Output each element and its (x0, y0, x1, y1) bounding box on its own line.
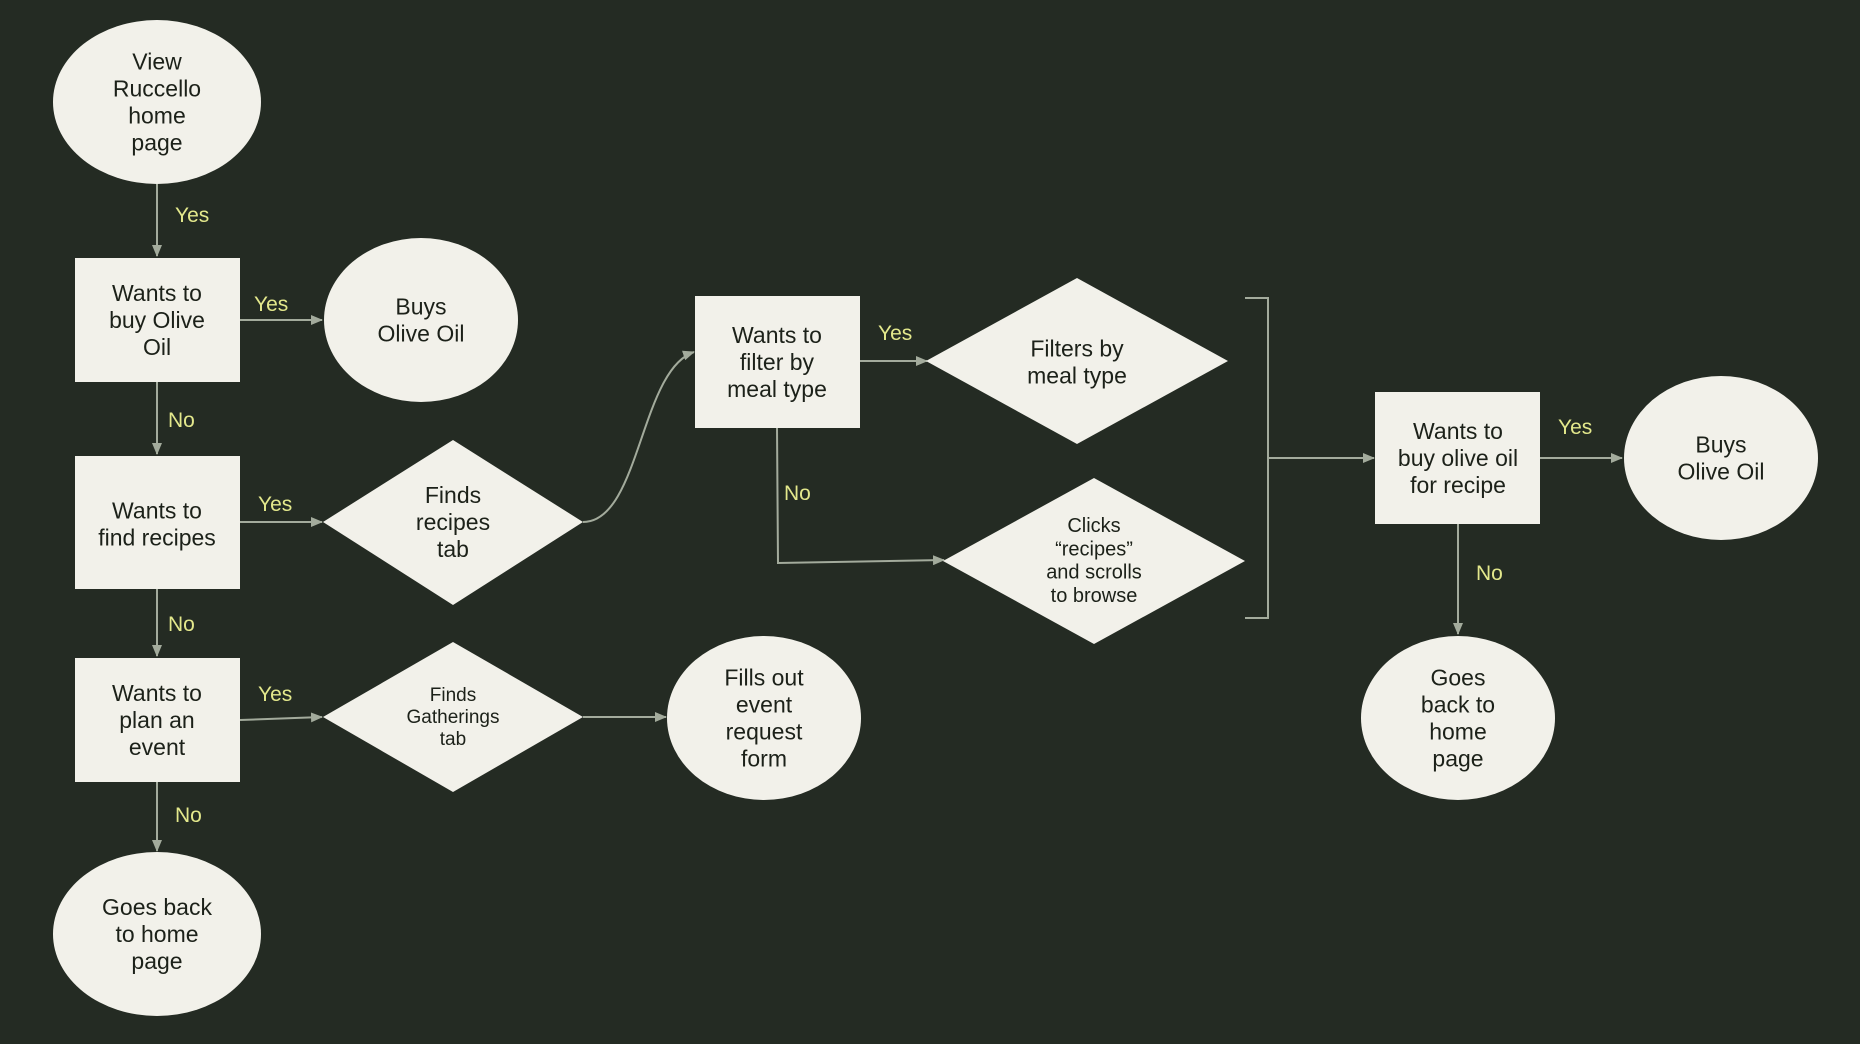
edge-label-no: No (784, 482, 811, 505)
node-label-line: Wants to (112, 680, 202, 706)
node-label-line: event (736, 692, 793, 718)
edge-label-yes: Yes (258, 493, 292, 516)
node-label-line: Wants to (1413, 418, 1503, 444)
node-label-line: for recipe (1410, 472, 1506, 498)
node-label-line: filter by (740, 349, 815, 375)
node-label-line: Gatherings (407, 707, 500, 728)
node-label-line: Fills out (724, 665, 804, 691)
node-label-line: plan an (119, 707, 194, 733)
node-label-line: Buys (1695, 432, 1746, 458)
node-label-line: page (1432, 745, 1483, 771)
node-label-line: Olive Oil (1678, 458, 1765, 484)
node-label-line: buy Olive (109, 307, 205, 333)
node-label-line: home (1429, 718, 1487, 744)
node-label-line: “recipes” (1055, 538, 1133, 560)
node-label-line: request (726, 718, 803, 744)
node-label-line: recipes (416, 509, 490, 535)
node-label-line: meal type (1027, 362, 1127, 388)
node-label-line: tab (437, 536, 469, 562)
node-label-line: Buys (395, 294, 446, 320)
node-label-line: Goes (1431, 665, 1486, 691)
node-label-line: page (131, 129, 182, 155)
node-label-line: page (131, 948, 182, 974)
node-label-line: to browse (1051, 585, 1138, 607)
node-label-line: Finds (430, 684, 476, 705)
edge-label-yes: Yes (878, 322, 912, 345)
edge-label-yes: Yes (258, 683, 292, 706)
node-label-line: Wants to (112, 498, 202, 524)
node-label-line: Wants to (732, 322, 822, 348)
edge-label-no: No (168, 409, 195, 432)
edge-filter-to-clicks-recipes (776, 427, 945, 566)
node-label-line: Filters by (1030, 336, 1124, 362)
edge-recipes-tab-to-filter (582, 350, 695, 523)
node-label-line: Olive Oil (378, 320, 465, 346)
node-label-line: event (129, 734, 186, 760)
node-label-line: View (132, 49, 182, 75)
node-label-line: and scrolls (1046, 562, 1142, 584)
edge-plan-event-to-gatherings (239, 712, 323, 723)
edge-label-no: No (168, 613, 195, 636)
edge-label-yes: Yes (1558, 416, 1592, 439)
node-label-line: Oil (143, 334, 171, 360)
edge-label-no: No (1476, 562, 1503, 585)
node-label-line: Finds (425, 482, 481, 508)
edge-label-yes: Yes (254, 293, 288, 316)
node-label-line: tab (440, 729, 466, 750)
node-label-line: Wants to (112, 280, 202, 306)
edge-label-yes: Yes (175, 204, 209, 227)
node-label-line: find recipes (98, 524, 216, 550)
node-label-line: Goes back (102, 894, 212, 920)
node-label-line: home (128, 102, 186, 128)
node-label-line: form (741, 745, 787, 771)
edge-label-no: No (175, 804, 202, 827)
node-label-line: Ruccello (113, 76, 201, 102)
node-label-line: back to (1421, 692, 1495, 718)
node-label-line: buy olive oil (1398, 445, 1518, 471)
node-label-line: meal type (727, 376, 827, 402)
node-label-line: to home (115, 921, 198, 947)
node-label-line: Clicks (1067, 515, 1120, 537)
